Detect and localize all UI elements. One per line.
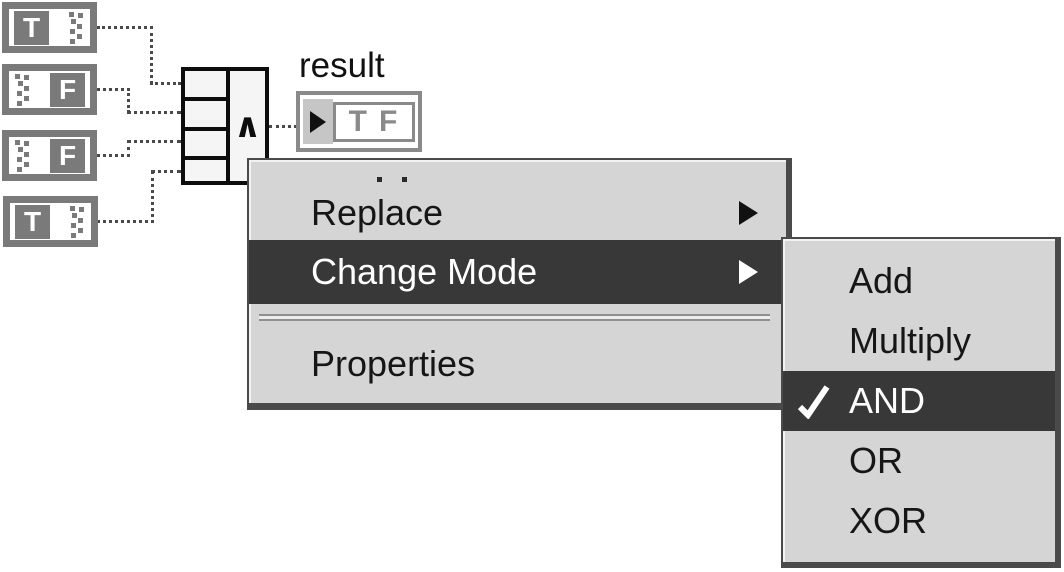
submenu-item-xor[interactable]: XOR (783, 491, 1055, 551)
submenu-item-and[interactable]: AND (783, 371, 1055, 431)
boolean-constant-true-2[interactable]: T (3, 196, 98, 247)
boolean-value-box: F (50, 72, 85, 107)
wire-segment (151, 171, 154, 223)
wire-segment (151, 170, 181, 173)
boolean-value-box: F (50, 138, 85, 173)
dataflow-arrow-icon (310, 110, 326, 133)
dataflow-arrow-chip (303, 99, 333, 144)
dot (377, 177, 382, 182)
boolean-value-box: T (15, 204, 50, 239)
node-operator-zone: ∧ (230, 71, 265, 181)
truncated-item-dots (249, 174, 786, 186)
tf-label: TF (333, 101, 415, 142)
menu-item-replace[interactable]: Replace (249, 186, 786, 240)
and-operator-symbol: ∧ (233, 107, 262, 145)
menu-item-label: Change Mode (311, 251, 538, 292)
boolean-constant-false-1[interactable]: F (2, 64, 97, 115)
boolean-constant-true-1[interactable]: T (2, 2, 97, 53)
wire-segment (150, 82, 181, 85)
context-menu: Replace Change Mode Properties (247, 158, 792, 410)
menu-item-label: Replace (311, 192, 444, 233)
wire-segment (127, 111, 181, 114)
boolean-constant-false-2[interactable]: F (2, 130, 97, 181)
dot (402, 177, 407, 182)
menu-separator (259, 313, 770, 321)
zigzag-pattern-icon (15, 139, 29, 172)
node-input-divider (185, 97, 226, 101)
wire-segment (127, 88, 130, 113)
menu-item-label: Properties (311, 343, 476, 384)
result-label: result (299, 46, 385, 85)
wire-segment (97, 154, 130, 157)
zigzag-pattern-icon (70, 205, 84, 238)
wire-segment (127, 140, 130, 157)
submenu-item-label: AND (849, 380, 926, 421)
wire-segment (269, 125, 297, 128)
submenu-item-label: Add (849, 260, 914, 301)
change-mode-submenu: Add Multiply AND OR XOR (781, 237, 1061, 568)
node-column-divider (226, 71, 230, 181)
submenu-item-add[interactable]: Add (783, 251, 1055, 311)
node-input-divider (185, 127, 226, 131)
wire-segment (97, 26, 153, 29)
submenu-item-or[interactable]: OR (783, 431, 1055, 491)
submenu-arrow-icon (739, 201, 758, 225)
node-input-divider (185, 156, 226, 160)
wire-segment (97, 88, 130, 91)
checkmark-icon (797, 385, 830, 419)
submenu-item-label: XOR (849, 500, 928, 541)
wire-segment (127, 140, 181, 143)
submenu-item-multiply[interactable]: Multiply (783, 311, 1055, 371)
boolean-value-box: T (14, 10, 49, 45)
zigzag-pattern-icon (69, 11, 83, 44)
wire-segment (97, 220, 154, 223)
menu-separator-zone (249, 304, 786, 330)
submenu-item-label: OR (849, 440, 903, 481)
zigzag-pattern-icon (15, 73, 29, 106)
menu-item-properties[interactable]: Properties (249, 330, 786, 398)
result-indicator-terminal[interactable]: TF (296, 91, 422, 152)
submenu-item-label: Multiply (849, 320, 972, 361)
submenu-arrow-icon (739, 260, 758, 284)
wire-segment (150, 26, 153, 84)
menu-item-change-mode[interactable]: Change Mode (249, 240, 786, 304)
